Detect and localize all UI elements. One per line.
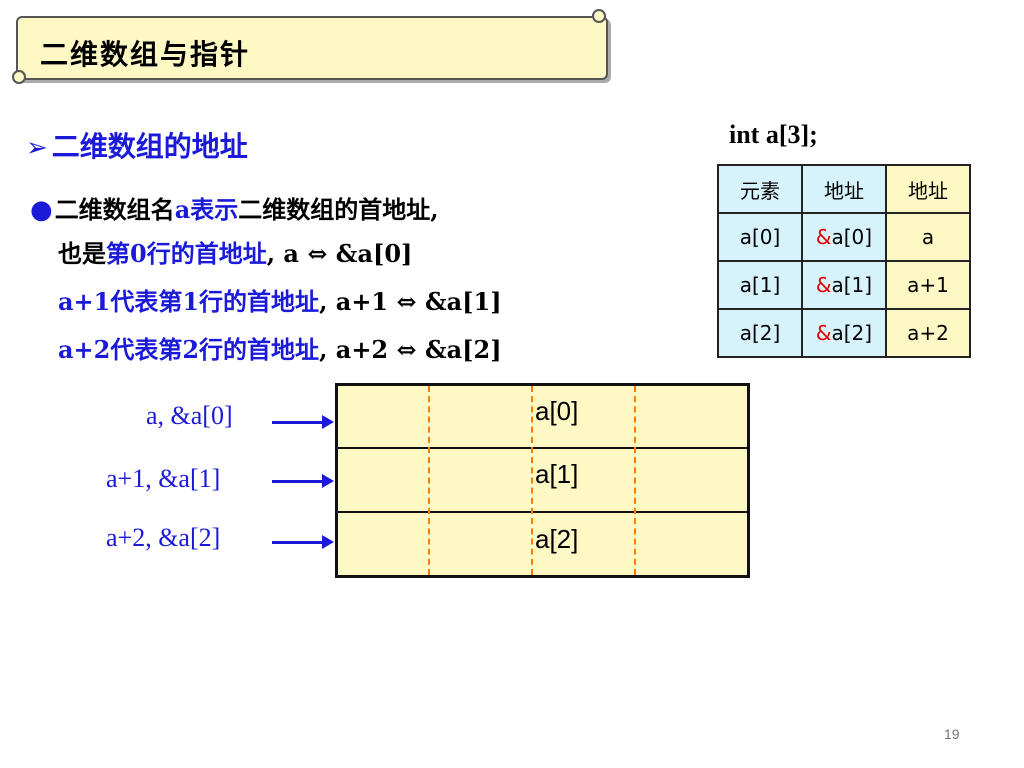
address-target: a[1] [831, 273, 873, 297]
table-header: 元素 [717, 164, 803, 214]
row-label-a0: a[0] [535, 396, 579, 426]
bullet-text: 二维数组的首地址, [238, 195, 439, 224]
address-of-operator: & [815, 225, 832, 249]
element-divider-dashed [531, 386, 533, 575]
bullet-dot-icon: ● [30, 195, 53, 225]
bullet-line-1: ●二维数组名a表示二维数组的首地址, [30, 190, 439, 225]
address-target: a[0] [831, 225, 873, 249]
table-cell-pointer: a [885, 212, 971, 262]
bullet-line-2: 也是第0行的首地址, a ⇔ &a[0] [58, 234, 412, 269]
page-number: 19 [944, 726, 960, 742]
table-cell-element: a[2] [717, 308, 803, 358]
table-cell-element: a[0] [717, 212, 803, 262]
table-cell-address: &a[2] [801, 308, 887, 358]
address-table: 元素 地址 地址 a[0] &a[0] a a[1] &a[1] a+1 a[2… [717, 164, 971, 358]
element-divider-dashed [634, 386, 636, 575]
pointer-label-row0: a, &a[0] [146, 401, 233, 430]
table-header: 地址 [801, 164, 887, 214]
element-divider-dashed [428, 386, 430, 575]
pointer-arrow-shaft [272, 421, 324, 424]
address-target: a[2] [831, 321, 873, 345]
bullet-text: , a+1 ⇔ &a[1] [319, 287, 502, 316]
bullet-text: , a ⇔ &a[0] [266, 239, 413, 268]
bullet-text-highlight: a表示 [174, 195, 239, 224]
table-header: 地址 [885, 164, 971, 214]
bullet-text: 也是 [58, 239, 106, 268]
title-banner [16, 16, 608, 80]
row-label-a2: a[2] [535, 524, 579, 554]
bullet-text: , a+2 ⇔ &a[2] [319, 335, 502, 364]
address-of-operator: & [815, 321, 832, 345]
row-divider [335, 447, 750, 449]
table-cell-address: &a[0] [801, 212, 887, 262]
section-heading-text: 二维数组的地址 [51, 130, 248, 163]
pointer-label-row1: a+1, &a[1] [106, 464, 221, 493]
arrow-bullet-icon: ➢ [26, 133, 48, 163]
arrow-right-icon [322, 474, 334, 488]
arrow-right-icon [322, 535, 334, 549]
bullet-text: 二维数组名 [54, 195, 175, 224]
bullet-text-highlight: 第0行的首地址 [106, 239, 267, 268]
pointer-arrow-shaft [272, 480, 324, 483]
row-label-a1: a[1] [535, 459, 579, 489]
pointer-label-row2: a+2, &a[2] [106, 523, 221, 552]
slide-title: 二维数组与指针 [40, 38, 251, 71]
bullet-line-3: a+1代表第1行的首地址, a+1 ⇔ &a[1] [58, 282, 502, 317]
table-cell-pointer: a+1 [885, 260, 971, 310]
scroll-curl-icon [12, 70, 26, 84]
table-cell-element: a[1] [717, 260, 803, 310]
row-divider [335, 511, 750, 513]
bullet-line-4: a+2代表第2行的首地址, a+2 ⇔ &a[2] [58, 330, 502, 365]
table-cell-address: &a[1] [801, 260, 887, 310]
array-declaration: int a[3]; [729, 120, 818, 149]
array-memory-diagram [335, 383, 750, 578]
table-cell-pointer: a+2 [885, 308, 971, 358]
table-row: a[0] &a[0] a [717, 212, 971, 262]
address-of-operator: & [815, 273, 832, 297]
arrow-right-icon [322, 415, 334, 429]
bullet-text-highlight: a+2代表第2行的首地址 [58, 335, 320, 364]
table-row: a[1] &a[1] a+1 [717, 260, 971, 310]
bullet-text-highlight: a+1代表第1行的首地址 [58, 287, 320, 316]
pointer-arrow-shaft [272, 541, 324, 544]
scroll-curl-icon [592, 9, 606, 23]
section-heading: ➢二维数组的地址 [26, 125, 248, 165]
table-header-row: 元素 地址 地址 [717, 164, 971, 214]
table-row: a[2] &a[2] a+2 [717, 308, 971, 358]
